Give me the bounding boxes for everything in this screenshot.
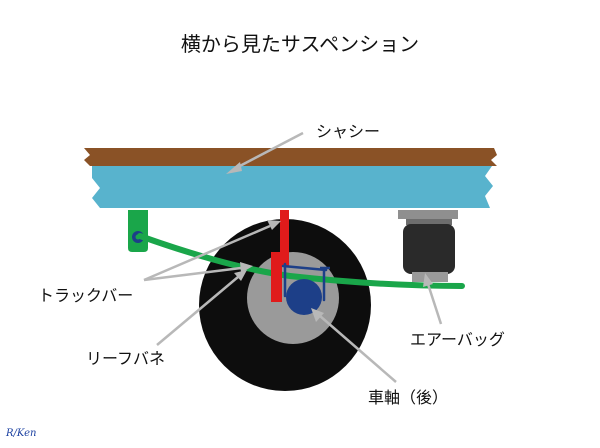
u-bolt <box>281 262 328 302</box>
air-bag <box>403 224 455 274</box>
pointer-axle <box>319 315 397 383</box>
pointer-chassis <box>235 131 304 170</box>
label-air-bag: エアーバッグ <box>410 330 505 349</box>
pointer-track-bar-2-arrowhead <box>240 262 253 273</box>
label-axle: 車軸（後） <box>368 388 449 407</box>
pointer-axle-arrowhead <box>311 308 324 322</box>
label-leaf-spring: リーフバネ <box>86 349 166 368</box>
leaf-spring <box>137 233 465 289</box>
label-chassis: シャシー <box>316 122 381 141</box>
pointer-air-bag-arrowhead <box>423 273 433 287</box>
damper-upper <box>280 210 289 266</box>
pointer-chassis-arrowhead <box>226 162 242 174</box>
diagram-title: 横から見たサスペンション <box>180 32 420 56</box>
air-bag-mount <box>398 210 458 219</box>
pointer-track-bar-1-arrowhead <box>267 220 281 230</box>
pointer-lines <box>143 131 443 383</box>
pointer-track-bar-2 <box>143 266 242 282</box>
air-bag-base <box>412 272 448 282</box>
chassis-body <box>92 166 493 208</box>
author-signature: R/Ken <box>6 428 37 439</box>
label-track-bar: トラックバー <box>38 286 134 305</box>
pointer-track-bar-1 <box>143 224 271 282</box>
chassis-frame-strip <box>84 148 497 166</box>
pointer-leaf-spring <box>156 276 239 346</box>
air-bag-mount-plate <box>406 219 452 225</box>
damper-lower <box>271 252 282 302</box>
rear-axle <box>286 279 322 315</box>
pointer-air-bag <box>426 283 443 325</box>
pointer-leaf-spring-arrowhead <box>234 270 247 281</box>
